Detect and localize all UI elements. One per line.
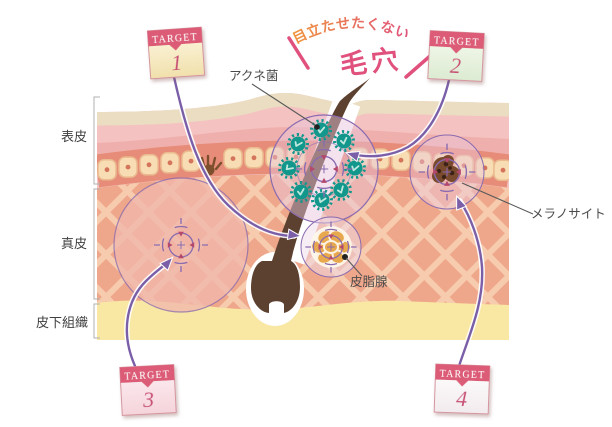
emphasis-slashes: [287, 36, 432, 79]
connector-target1: [171, 74, 303, 242]
right-slash-icon: [404, 54, 432, 79]
badge-label: TARGET: [124, 369, 170, 382]
melanocyte-blob-icon: [409, 134, 485, 210]
badge-number: 1: [170, 50, 183, 76]
headline-title: 毛穴: [339, 44, 404, 81]
target-badge-2: TARGET 2: [427, 30, 485, 82]
badge-number: 3: [141, 387, 154, 413]
headline: 目立たせたくない 毛穴: [287, 16, 432, 81]
connector-target4: [451, 193, 485, 369]
target-badge-3: TARGET 3: [119, 364, 177, 416]
stratum-corneum-strip: [97, 93, 509, 126]
badge-label: TARGET: [152, 32, 198, 46]
svg-text:目立たせたくない: 目立たせたくない: [290, 16, 411, 48]
badge-label: TARGET: [434, 35, 480, 48]
left-slash-icon: [287, 36, 310, 70]
epidermis-label: 表皮: [61, 130, 87, 145]
leader-lines: [251, 83, 534, 277]
melanocyte-label: メラノサイト: [531, 206, 606, 221]
badge-number: 2: [449, 53, 461, 79]
sebaceous-gland-label: 皮脂腺: [350, 274, 388, 289]
target-badge-1: TARGET 1: [146, 26, 206, 80]
connector-target3: [124, 253, 178, 369]
badge-number: 4: [456, 386, 468, 411]
subcutaneous-label: 皮下組織: [36, 316, 88, 331]
dermis-label: 真皮: [61, 237, 87, 252]
layer-brackets: [93, 96, 100, 339]
subcutaneous-layer: [97, 300, 509, 340]
pore-bacteria-zone: [269, 114, 379, 224]
acne-label-dot: [314, 124, 320, 130]
target-connectors: [124, 74, 485, 369]
sebaceous-gland-icon: [300, 216, 362, 278]
target-badge-4: TARGET 4: [433, 363, 491, 415]
connector-target2: [344, 77, 452, 162]
acne-bacteria-label: アクネ菌: [229, 68, 278, 83]
headline-tagline: 目立たせたくない: [290, 16, 411, 48]
badge-label: TARGET: [439, 369, 485, 382]
